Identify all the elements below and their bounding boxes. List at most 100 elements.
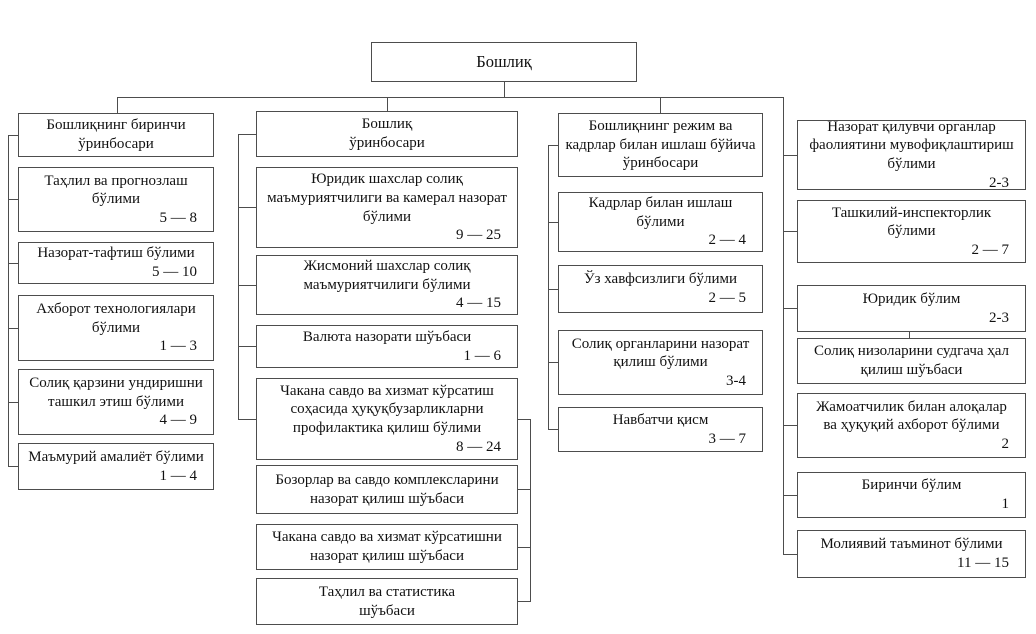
connector-line xyxy=(548,289,558,290)
connector-line xyxy=(238,285,256,286)
col1-header-first-deputy: Бошлиқнинг биринчи ўринбосари xyxy=(18,113,214,157)
col3-box-tax-bodies-control: Солиқ органларини назорат қилиш бўлими 3… xyxy=(558,330,763,395)
connector-line xyxy=(548,362,558,363)
staff-count: 1 — 6 xyxy=(463,347,502,364)
connector-line xyxy=(783,308,797,309)
box-label: Бозорлар ва савдо комплексларини назорат… xyxy=(275,471,499,507)
connector-line xyxy=(548,429,558,430)
box-label: Маъмурий амалиёт бўлими xyxy=(28,448,204,465)
box-label: Солиқ органларини назорат қилиш бўлими xyxy=(571,335,750,371)
connector-line xyxy=(783,231,797,232)
box-label: Таҳлил ва прогнозлаш бўлими xyxy=(44,172,188,208)
col2-box-retail-services-control: Чакана савдо ва хизмат кўрсатишни назора… xyxy=(256,524,518,570)
col3-box-own-security: Ўз хавфсизлиги бўлими 2 — 5 xyxy=(558,265,763,313)
col4-box-public-relations: Жамоатчилик билан алоқалар ва ҳуқуқий ах… xyxy=(797,393,1026,458)
staff-count: 4 — 9 xyxy=(159,412,198,429)
staff-count: 5 — 10 xyxy=(152,264,197,280)
connector-line xyxy=(783,425,797,426)
connector-line xyxy=(238,134,256,135)
staff-count: 2 — 5 xyxy=(708,290,747,306)
box-label: Валюта назорати шўъбаси xyxy=(302,328,472,345)
staff-count: 2 — 7 xyxy=(971,241,1010,258)
box-label: Бошлиқнинг режим ва кадрлар билан ишлаш … xyxy=(565,118,756,172)
connector-line xyxy=(238,134,239,419)
connector-line xyxy=(504,82,505,97)
col4-box-org-inspectorate: Ташкилий-инспекторлик бўлими 2 — 7 xyxy=(797,200,1026,263)
col2-box-retail-offense-prevention: Чакана савдо ва хизмат кўрсатиш соҳасида… xyxy=(256,378,518,460)
col3-header-regime-hr-deputy: Бошлиқнинг режим ва кадрлар билан ишлаш … xyxy=(558,113,763,177)
staff-count: 2 xyxy=(1001,435,1010,452)
box-label: Таҳлил ва статистика шўъбаси xyxy=(318,583,456,619)
staff-count: 11 — 15 xyxy=(957,555,1009,571)
col1-box-analysis-forecast: Таҳлил ва прогнозлаш бўлими 5 — 8 xyxy=(18,167,214,232)
connector-line xyxy=(518,419,530,420)
col3-box-duty-unit: Навбатчи қисм 3 — 7 xyxy=(558,407,763,452)
box-label: Навбатчи қисм xyxy=(612,411,709,428)
connector-line xyxy=(238,419,256,420)
staff-count: 3 — 7 xyxy=(708,430,747,447)
staff-count: 3-4 xyxy=(726,372,746,389)
box-label: Жамоатчилик билан алоқалар ва ҳуқуқий ах… xyxy=(816,398,1007,434)
col4-box-legal-department: Юридик бўлим 2-3 xyxy=(797,285,1026,332)
box-label: Кадрлар билан ишлаш бўлими xyxy=(588,195,733,230)
connector-line xyxy=(783,495,797,496)
col4-box-supervisory-coordination: Назорат қилувчи органлар фаолиятини муво… xyxy=(797,118,1026,191)
connector-line xyxy=(387,97,388,111)
connector-line xyxy=(783,554,797,555)
staff-count: 2-3 xyxy=(989,174,1009,191)
connector-line xyxy=(8,402,18,403)
box-label: Назорат қилувчи органлар фаолиятини муво… xyxy=(809,118,1014,172)
root-label: Бошлиқ xyxy=(476,51,532,71)
staff-count: 9 — 25 xyxy=(456,227,501,244)
connector-line xyxy=(8,199,18,200)
connector-line xyxy=(783,155,797,156)
col4-box-financial-support: Молиявий таъминот бўлими 11 — 15 xyxy=(797,530,1026,578)
connector-line xyxy=(783,97,784,554)
connector-line xyxy=(548,145,558,146)
box-label: Ўз хавфсизлиги бўлими xyxy=(583,271,738,288)
col2-box-legal-entities-tax: Юридик шахслар солиқ маъмуриятчилиги ва … xyxy=(256,167,518,248)
box-label: Чакана савдо ва хизмат кўрсатиш соҳасида… xyxy=(280,382,494,436)
connector-line xyxy=(530,419,531,602)
box-label: Ташкилий-инспекторлик бўлими xyxy=(831,204,992,240)
box-label: Назорат-тафтиш бўлими xyxy=(37,245,195,262)
box-label: Юридик бўлим xyxy=(862,290,961,307)
connector-line xyxy=(548,145,549,430)
col2-box-currency-control: Валюта назорати шўъбаси 1 — 6 xyxy=(256,325,518,368)
root-box-chief: Бошлиқ xyxy=(371,42,637,82)
box-label: Бошлиқ ўринбосари xyxy=(349,116,425,151)
connector-line xyxy=(518,489,530,490)
box-label: Чакана савдо ва хизмат кўрсатишни назора… xyxy=(272,529,502,564)
connector-line xyxy=(660,97,661,113)
col1-box-tax-debt: Солиқ қарзини ундиришни ташкил этиш бўли… xyxy=(18,369,214,435)
staff-count: 4 — 15 xyxy=(456,295,501,312)
col2-box-individuals-tax: Жисмоний шахслар солиқ маъмуриятчилиги б… xyxy=(256,255,518,315)
connector-line xyxy=(238,207,256,208)
connector-line xyxy=(518,601,530,602)
col1-box-control-audit: Назорат-тафтиш бўлими 5 — 10 xyxy=(18,242,214,284)
connector-line xyxy=(548,222,558,223)
connector-line xyxy=(8,135,9,466)
col4-box-first-department: Биринчи бўлим 1 xyxy=(797,472,1026,518)
box-label: Молиявий таъминот бўлими xyxy=(820,536,1003,553)
connector-line xyxy=(8,263,18,264)
connector-line xyxy=(8,466,18,467)
box-label: Жисмоний шахслар солиқ маъмуриятчилиги б… xyxy=(303,258,471,293)
col1-box-admin-practice: Маъмурий амалиёт бўлими 1 — 4 xyxy=(18,443,214,490)
box-label: Солиқ низоларини судгача ҳал қилиш шўъба… xyxy=(813,343,1010,378)
connector-line xyxy=(117,97,784,98)
box-label: Солиқ қарзини ундиришни ташкил этиш бўли… xyxy=(29,375,203,410)
col2-box-markets-control: Бозорлар ва савдо комплексларини назорат… xyxy=(256,465,518,514)
connector-line xyxy=(8,135,18,136)
col3-box-hr: Кадрлар билан ишлаш бўлими 2 — 4 xyxy=(558,192,763,252)
staff-count: 1 xyxy=(1001,496,1010,512)
staff-count: 5 — 8 xyxy=(159,209,198,226)
col4-box-pretrial-tax-disputes: Солиқ низоларини судгача ҳал қилиш шўъба… xyxy=(797,338,1026,384)
connector-line xyxy=(238,346,256,347)
staff-count: 1 — 4 xyxy=(159,467,198,484)
staff-count: 2-3 xyxy=(989,309,1009,326)
connector-line xyxy=(117,97,118,113)
staff-count: 2 — 4 xyxy=(708,232,747,249)
col2-header-deputy: Бошлиқ ўринбосари xyxy=(256,111,518,157)
